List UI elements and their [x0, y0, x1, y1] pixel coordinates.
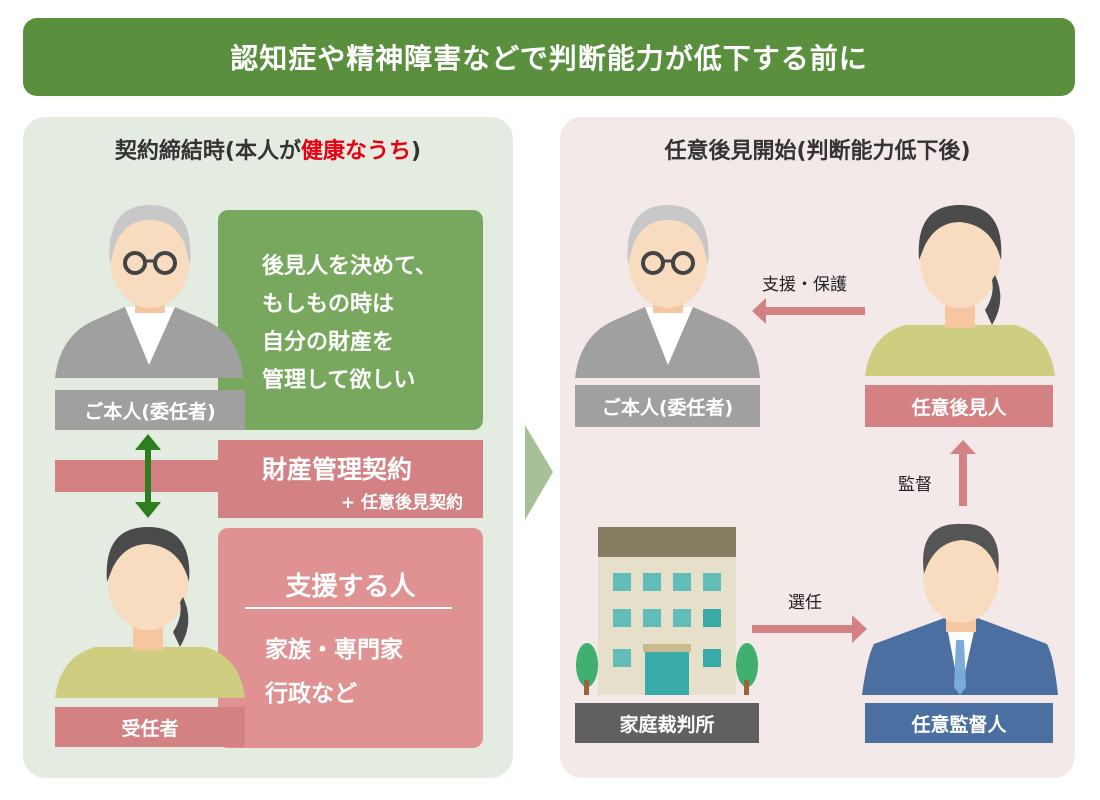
arrow-right-icon — [752, 615, 867, 643]
wish-line: 管理して欲しい — [262, 368, 416, 393]
contract-sub: + 任意後見契約 — [340, 493, 463, 513]
heading-prefix: 契約締結時(本人が — [114, 139, 301, 164]
contract-box: 財産管理契約 + 任意後見契約 — [218, 440, 483, 518]
chevron-right-icon — [525, 425, 553, 520]
divider — [245, 607, 452, 609]
wish-box — [218, 210, 483, 430]
guardian-woman-figure — [865, 205, 1055, 376]
left-heading: 契約締結時(本人が健康なうち) — [23, 133, 513, 165]
page-title: 認知症や精神障害などで判断能力が低下する前に — [23, 18, 1075, 96]
elderly-man-figure — [55, 205, 243, 378]
court-building-icon — [576, 527, 758, 695]
contract-main: 財産管理契約 — [262, 455, 413, 484]
elderly-man-figure — [575, 205, 760, 378]
supporter-title: 支援する人 — [285, 572, 416, 602]
heading-highlight: 健康なうち — [300, 139, 411, 164]
court-label: 家庭裁判所 — [575, 703, 759, 743]
supporter-line: 家族・専門家 — [265, 637, 403, 663]
woman-figure — [55, 527, 245, 698]
wish-line: もしもの時は — [262, 292, 395, 317]
right-heading: 任意後見開始(判断能力低下後) — [664, 139, 971, 164]
appoint-label: 選任 — [788, 593, 822, 613]
wish-line: 自分の財産を — [262, 330, 395, 355]
guardian-label: 任意後見人 — [865, 385, 1053, 427]
heading-suffix: ) — [411, 139, 422, 164]
double-arrow-icon — [135, 434, 161, 518]
wish-text: 後見人を決めて、 もしもの時は 自分の財産を 管理して欲しい — [262, 248, 437, 400]
principal-label: ご本人(委任者) — [55, 390, 245, 430]
arrow-up-icon — [950, 440, 976, 506]
support-label: 支援・保護 — [762, 275, 847, 295]
supervisor-man-figure — [862, 523, 1058, 695]
wish-line: 後見人を決めて、 — [262, 254, 437, 279]
agent-label: 受任者 — [55, 707, 245, 747]
supporter-line: 行政など — [265, 681, 357, 707]
principal-label: ご本人(委任者) — [575, 385, 760, 427]
arrow-left-icon — [752, 298, 865, 324]
contract-bar — [55, 460, 225, 492]
supporter-box: 支援する人 家族・専門家 行政など — [218, 528, 483, 748]
supervise-label: 監督 — [898, 475, 932, 495]
supervisor-label: 任意監督人 — [865, 703, 1053, 743]
